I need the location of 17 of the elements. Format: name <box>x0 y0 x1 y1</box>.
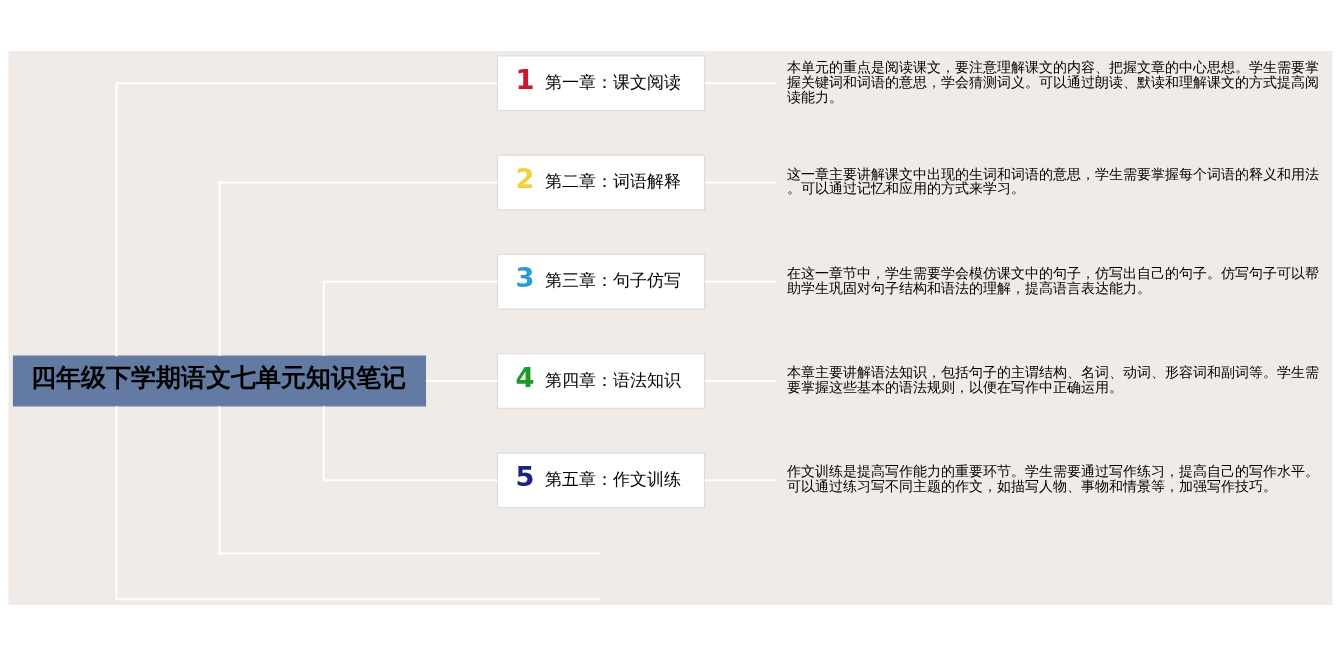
connector <box>322 280 499 357</box>
node-box: 1 第一章：课文阅读 <box>496 54 706 111</box>
node-text: 本单元的重点是阅读课文，要注意理解课文的内容、把握文章的中心思想。学生需要掌握关键词和词语的意思，学会猜测词义。可以通过朗读、默读和理解课文的方式提高阅读能力。 <box>786 58 1319 105</box>
connector <box>322 404 499 481</box>
connector <box>115 81 498 357</box>
node-box: 3 第三章：句子仿写 <box>496 253 706 310</box>
node-text: 这一章主要讲解课文中出现的生词和词语的意思，学生需要掌握每个词语的释义和用法。可以通过记忆和应用的方式来学习。 <box>786 165 1319 196</box>
connector <box>115 404 602 600</box>
connector <box>218 404 601 554</box>
node-box: 4 第四章：语法知识 <box>496 352 706 409</box>
node-box: 5 第五章：作文训练 <box>496 451 706 508</box>
node-text: 在这一章节中，学生需要学会模仿课文中的句子，仿写出自己的句子。仿写句子可以帮助学生巩固对句子结构和语法的理解，提高语言表达能力。 <box>786 264 1319 296</box>
node-text: 作文训练是提高写作能力的重要环节。学生需要通过写作练习，提高自己的写作水平。可以通过练习写不同主题的作文，如描写人物、事物和情景等，加强写作技巧。 <box>786 462 1319 494</box>
node-text: 本章主要讲解语法知识，包括句子的主谓结构、名词、动词、形容词和副词等。学生需要掌握这些基本的语法规则，以便在写作中正确运用。 <box>786 363 1319 395</box>
node-box: 2 第二章：词语解释 <box>496 154 706 210</box>
connector <box>218 181 499 357</box>
node-box: 四年级下学期语文七单元知识笔记 <box>12 355 427 406</box>
